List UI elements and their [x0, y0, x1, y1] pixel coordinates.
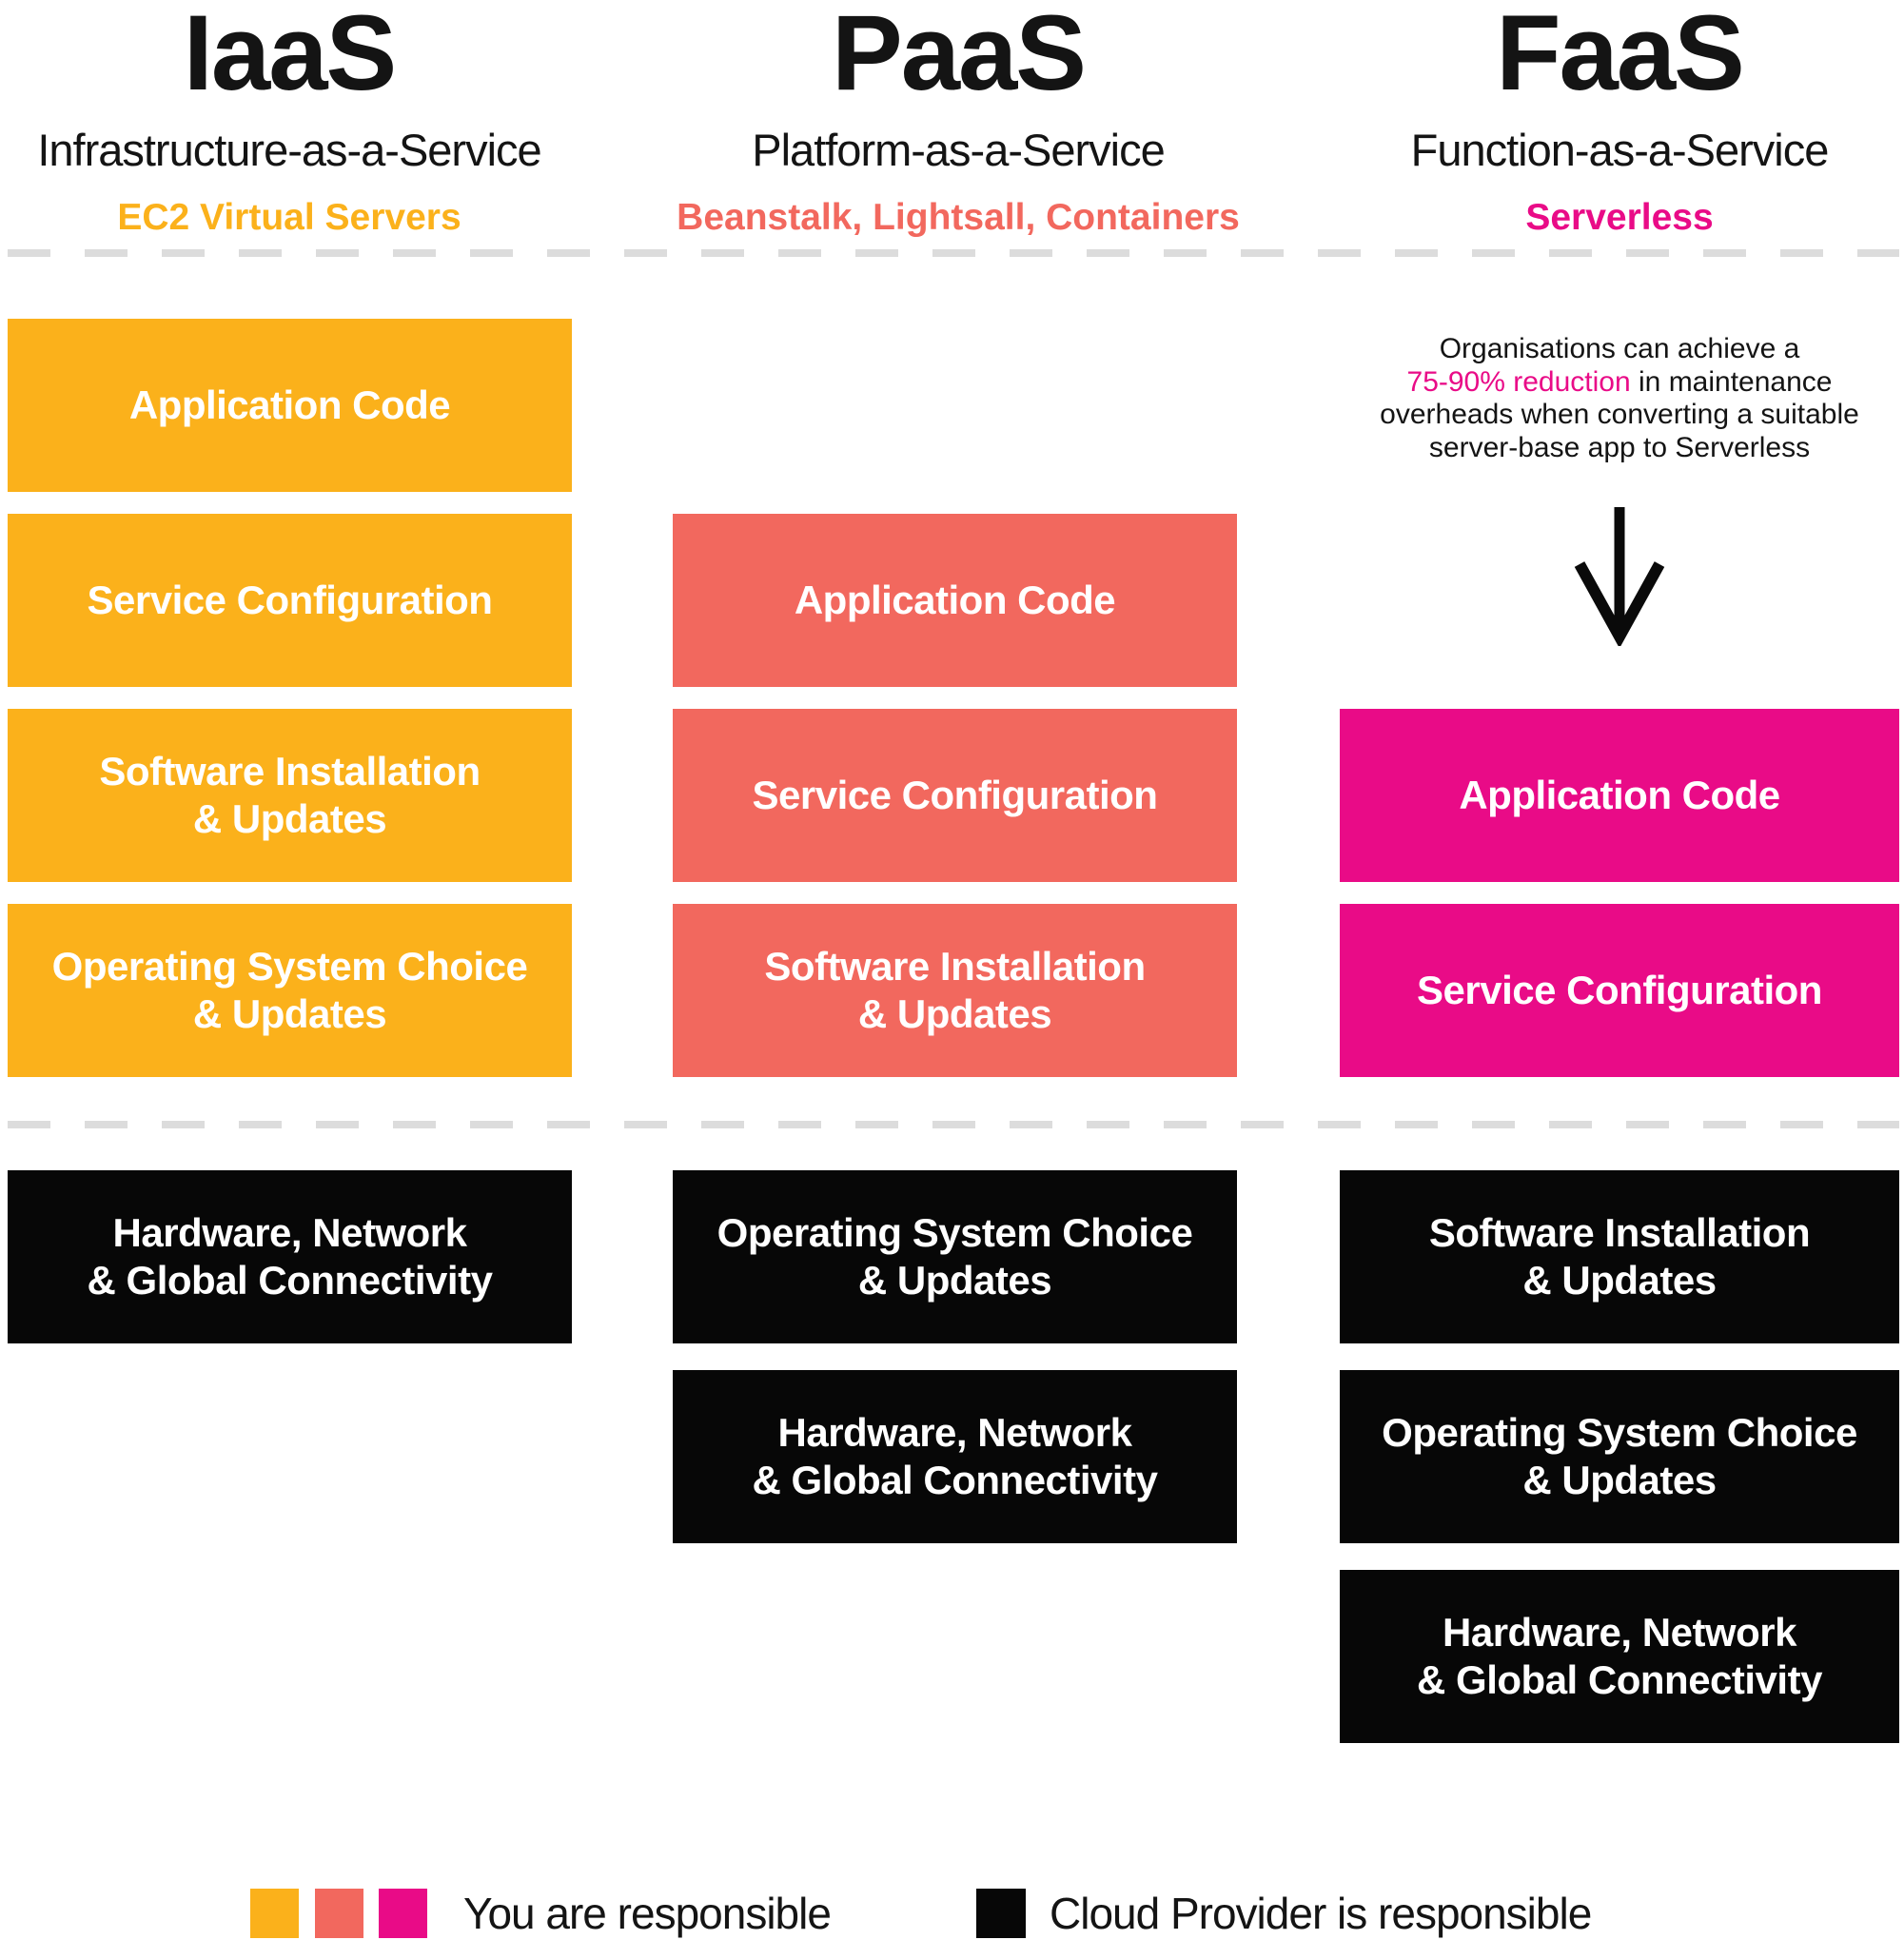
- iaas-subtitle: Infrastructure-as-a-Service: [37, 125, 541, 175]
- paas-box-hardware-network: Hardware, Network & Global Connectivity: [673, 1370, 1237, 1543]
- faas-box-os-choice: Operating System Choice & Updates: [1340, 1370, 1899, 1543]
- annotation-line-2-rest: in maintenance: [1630, 365, 1833, 398]
- box-label: Hardware, Network & Global Connectivity: [1417, 1610, 1822, 1702]
- box-label: Operating System Choice & Updates: [716, 1210, 1193, 1303]
- box-label: Application Code: [794, 578, 1116, 622]
- legend-swatch-faas: [379, 1889, 427, 1938]
- iaas-box-service-configuration: Service Configuration: [8, 514, 572, 687]
- faas-annotation: Organisations can achieve a 75-90% reduc…: [1315, 333, 1904, 464]
- box-label: Operating System Choice & Updates: [1382, 1410, 1857, 1502]
- annotation-line-2: 75-90% reduction in maintenance: [1315, 366, 1904, 400]
- box-label: Operating System Choice & Updates: [51, 944, 528, 1036]
- faas-title: FaaS: [1496, 0, 1745, 112]
- legend-swatch-provider: [976, 1889, 1026, 1938]
- faas-tagline: Serverless: [1525, 197, 1714, 238]
- faas-box-software-installation: Software Installation & Updates: [1340, 1170, 1899, 1343]
- dashed-separator-top: [8, 249, 1899, 257]
- paas-box-os-choice: Operating System Choice & Updates: [673, 1170, 1237, 1343]
- legend-swatch-iaas: [250, 1889, 299, 1938]
- annotation-line-1: Organisations can achieve a: [1439, 333, 1800, 364]
- box-label: Application Code: [1459, 773, 1780, 817]
- legend-provider-label: Cloud Provider is responsible: [1050, 1889, 1592, 1938]
- faas-box-hardware-network: Hardware, Network & Global Connectivity: [1340, 1570, 1899, 1743]
- iaas-box-os-choice: Operating System Choice & Updates: [8, 904, 572, 1077]
- box-label: Hardware, Network & Global Connectivity: [87, 1210, 493, 1303]
- box-label: Service Configuration: [87, 578, 493, 622]
- header-faas: FaaS Function-as-a-Service Serverless: [1305, 0, 1904, 239]
- box-label: Software Installation & Updates: [99, 749, 481, 841]
- annotation-highlight: 75-90% reduction: [1406, 365, 1631, 398]
- box-label: Software Installation & Updates: [1428, 1210, 1811, 1303]
- paas-subtitle: Platform-as-a-Service: [752, 125, 1165, 175]
- faas-box-application-code: Application Code: [1340, 709, 1899, 882]
- paas-tagline: Beanstalk, Lightsall, Containers: [677, 197, 1240, 238]
- paas-box-service-configuration: Service Configuration: [673, 709, 1237, 882]
- box-label: Application Code: [128, 382, 451, 427]
- iaas-box-application-code: Application Code: [8, 319, 572, 492]
- annotation-line-3: overheads when converting a suitable: [1380, 399, 1859, 430]
- dashed-separator-bottom: [8, 1121, 1899, 1128]
- iaas-title: IaaS: [183, 0, 397, 112]
- box-label: Service Configuration: [1417, 968, 1822, 1012]
- box-label: Service Configuration: [752, 773, 1158, 817]
- box-label: Hardware, Network & Global Connectivity: [752, 1410, 1158, 1502]
- faas-subtitle: Function-as-a-Service: [1410, 125, 1830, 175]
- paas-title: PaaS: [832, 0, 1087, 112]
- legend-you-label: You are responsible: [463, 1889, 832, 1938]
- iaas-tagline: EC2 Virtual Servers: [117, 197, 461, 238]
- header-iaas: IaaS Infrastructure-as-a-Service EC2 Vir…: [0, 0, 603, 239]
- legend-swatch-paas: [315, 1889, 363, 1938]
- paas-box-application-code: Application Code: [673, 514, 1237, 687]
- paas-box-software-installation: Software Installation & Updates: [673, 904, 1237, 1077]
- down-arrow-icon: [1574, 507, 1665, 646]
- iaas-box-software-installation: Software Installation & Updates: [8, 709, 572, 882]
- header-paas: PaaS Platform-as-a-Service Beanstalk, Li…: [644, 0, 1272, 239]
- annotation-line-4: server-base app to Serverless: [1428, 431, 1811, 463]
- box-label: Software Installation & Updates: [764, 944, 1146, 1036]
- iaas-box-hardware-network: Hardware, Network & Global Connectivity: [8, 1170, 572, 1343]
- faas-box-service-configuration: Service Configuration: [1340, 904, 1899, 1077]
